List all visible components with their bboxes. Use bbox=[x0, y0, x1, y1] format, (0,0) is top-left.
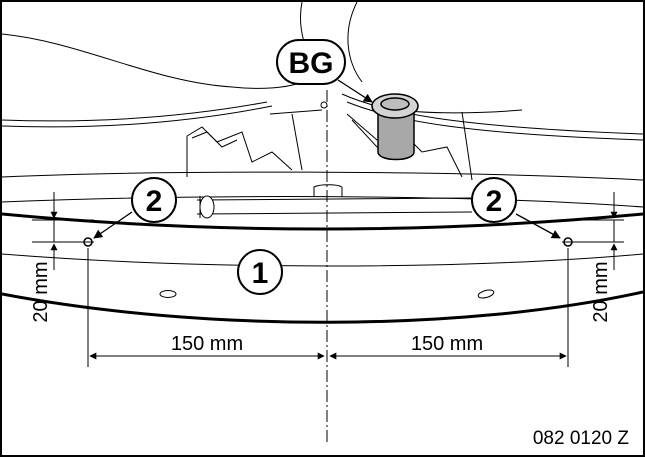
dimension-left-horizontal-label: 150 mm bbox=[171, 333, 243, 355]
base-ring-lines bbox=[2, 171, 643, 324]
upper-housing-lines bbox=[2, 2, 643, 141]
mounting-slot-left bbox=[159, 290, 177, 298]
dimension-left-horizontal bbox=[87, 248, 325, 367]
center-point bbox=[320, 101, 328, 109]
bg-fitting bbox=[371, 93, 419, 161]
callout-bg: BG bbox=[276, 39, 346, 85]
dimension-right-vertical bbox=[562, 192, 624, 270]
dimension-left-vertical-label: 20 mm bbox=[30, 261, 52, 322]
svg-text:2: 2 bbox=[486, 185, 503, 218]
svg-text:1: 1 bbox=[252, 257, 269, 290]
figure-code: 082 0120 Z bbox=[533, 428, 630, 449]
callout-part-1: 1 bbox=[237, 249, 283, 295]
dimension-right-horizontal-label: 150 mm bbox=[411, 333, 483, 355]
callout-part-2-left: 2 bbox=[131, 177, 177, 223]
mounting-slot-right bbox=[477, 289, 495, 299]
dimension-right-horizontal bbox=[329, 248, 569, 367]
svg-text:BG: BG bbox=[289, 47, 334, 80]
dimension-right-vertical-label: 20 mm bbox=[590, 261, 612, 322]
pipe bbox=[196, 195, 473, 219]
dimension-left-vertical bbox=[32, 192, 94, 270]
callout-part-2-right: 2 bbox=[471, 177, 517, 223]
callout-leaders bbox=[93, 79, 561, 239]
svg-text:2: 2 bbox=[146, 185, 163, 218]
